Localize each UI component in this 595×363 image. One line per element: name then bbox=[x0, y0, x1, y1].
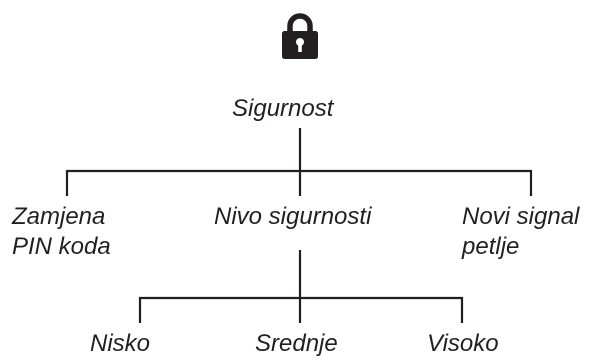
node-new-loop-signal: Novi signal petlje bbox=[462, 202, 579, 262]
node-new-loop-signal-line-2: petlje bbox=[462, 233, 520, 260]
node-high: Visoko bbox=[427, 330, 499, 357]
node-change-pin-line-1: Zamjena bbox=[12, 203, 106, 230]
node-security-level-line-1: Nivo sigurnosti bbox=[214, 203, 372, 230]
node-medium: Srednje bbox=[255, 330, 338, 357]
node-new-loop-signal-line-1: Novi signal bbox=[462, 203, 580, 230]
node-change-pin: Zamjena PIN koda bbox=[12, 202, 111, 262]
node-change-pin-line-2: PIN koda bbox=[12, 233, 111, 260]
lock-icon bbox=[282, 13, 318, 59]
node-security-level: Nivo sigurnosti bbox=[214, 202, 371, 232]
root-label: Sigurnost bbox=[232, 95, 334, 122]
node-low: Nisko bbox=[90, 330, 151, 357]
